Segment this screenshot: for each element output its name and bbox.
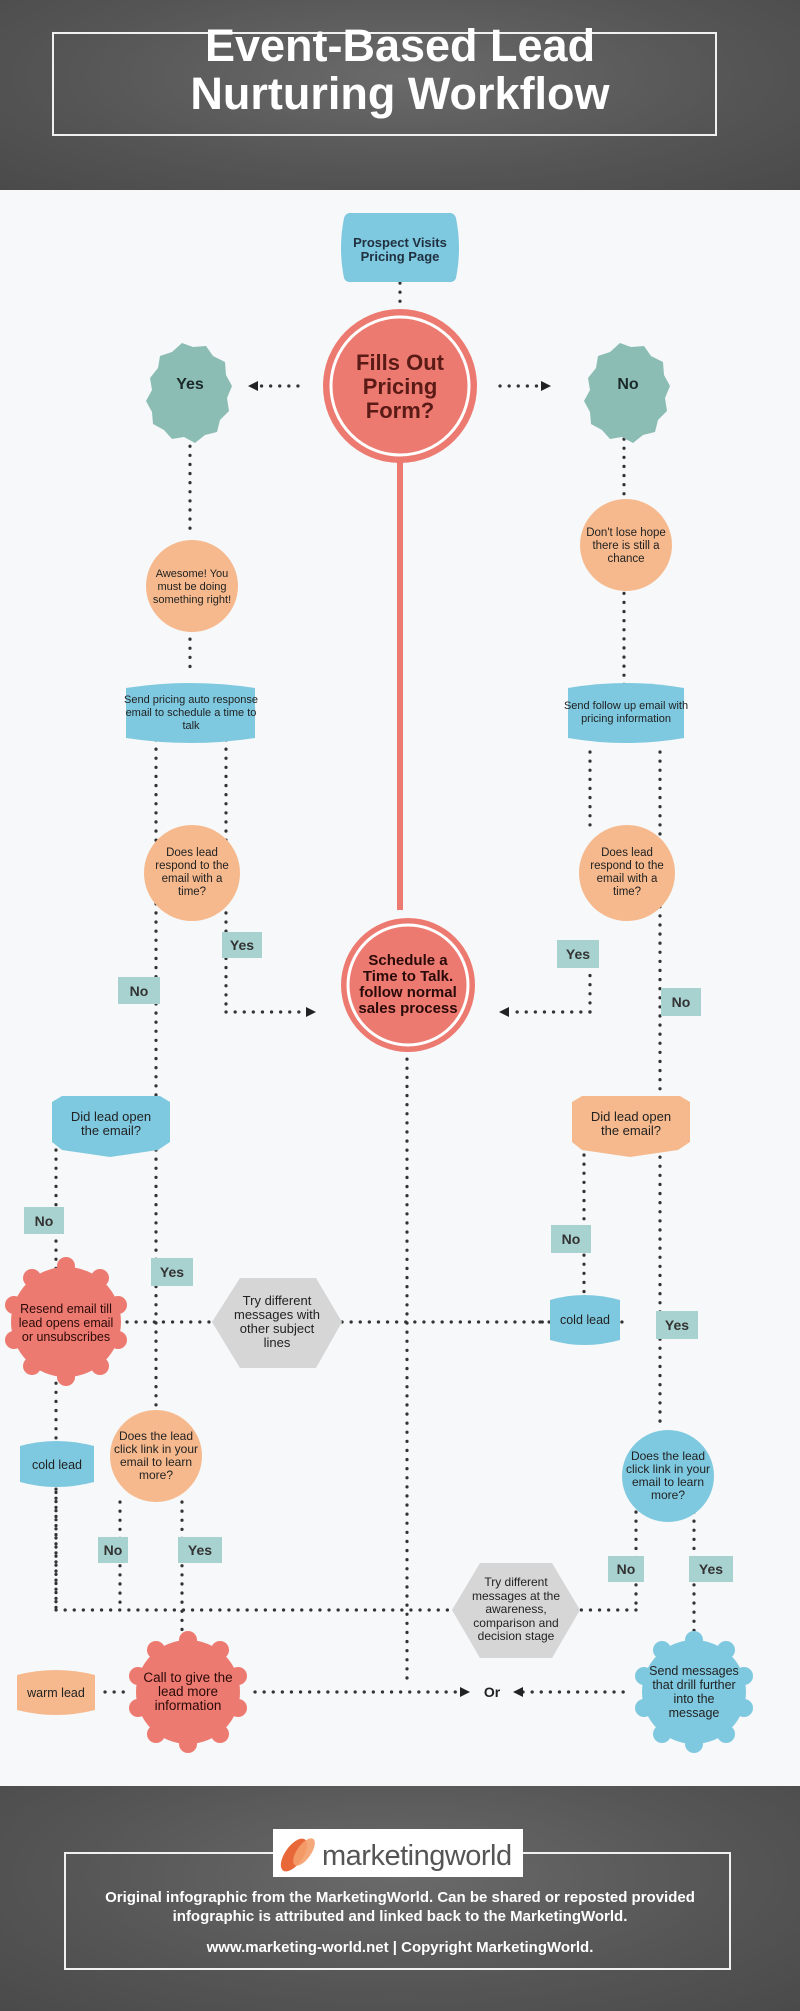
pill-yes-respond-right: Yes bbox=[557, 940, 599, 968]
header-frame bbox=[52, 32, 717, 136]
pill-yes-open-left: Yes bbox=[151, 1258, 193, 1286]
pill-yes-open-right: Yes bbox=[656, 1311, 698, 1339]
pill-no-open-left: No bbox=[24, 1207, 64, 1234]
marketingworld-logo-icon bbox=[280, 1838, 315, 1872]
footer-copyright: www.marketing-world.net | Copyright Mark… bbox=[206, 1939, 594, 1956]
pill-yes-click-left: Yes bbox=[178, 1537, 222, 1563]
pill-no-click-left: No bbox=[98, 1537, 128, 1563]
pill-yes-respond-left: Yes bbox=[222, 932, 262, 958]
title-line-1: Event-Based Lead bbox=[204, 20, 596, 71]
footer-attribution-line-1: Original infographic from the MarketingW… bbox=[105, 1889, 695, 1906]
pill-yes-click-right: Yes bbox=[689, 1556, 733, 1582]
pill-no-respond-right: No bbox=[661, 988, 701, 1016]
title-line-2: Nurturing Workflow bbox=[190, 68, 610, 119]
footer-attribution-line-2: infographic is attributed and linked bac… bbox=[172, 1908, 628, 1925]
logo-text: marketingworld bbox=[322, 1840, 512, 1872]
header-banner bbox=[0, 0, 800, 190]
footer-banner bbox=[0, 1786, 800, 2011]
logo-box bbox=[273, 1829, 523, 1877]
pill-no-open-right: No bbox=[551, 1225, 591, 1253]
pill-no-respond-left: No bbox=[118, 977, 160, 1004]
pill-no-click-right: No bbox=[608, 1556, 644, 1582]
page-title: Event-Based Lead Nurturing Workflow bbox=[0, 22, 800, 118]
